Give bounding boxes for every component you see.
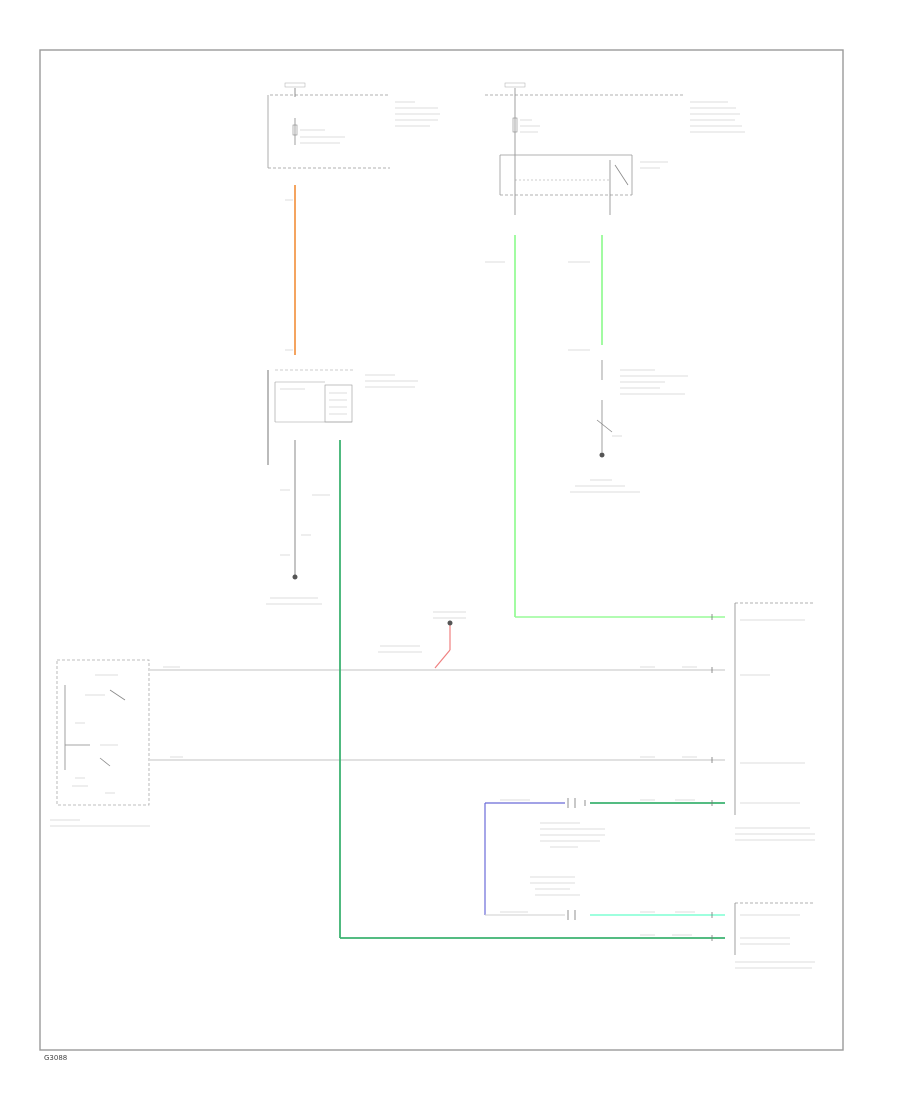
fuse-block-left xyxy=(267,82,440,169)
diagram-border xyxy=(39,49,844,1051)
connector-icon xyxy=(567,798,586,808)
control-module-right xyxy=(734,602,815,841)
control-module-lower xyxy=(734,902,815,969)
brake-switch xyxy=(267,369,418,575)
fuse-block-right xyxy=(485,82,745,215)
brake-transfer-switch xyxy=(50,659,150,827)
page-code: G3088 xyxy=(44,1054,67,1062)
splice-icon xyxy=(378,611,466,669)
connector-icon xyxy=(567,910,576,920)
ground-icon xyxy=(266,574,322,605)
ground-icon xyxy=(570,452,640,493)
pressure-switch xyxy=(596,360,688,452)
